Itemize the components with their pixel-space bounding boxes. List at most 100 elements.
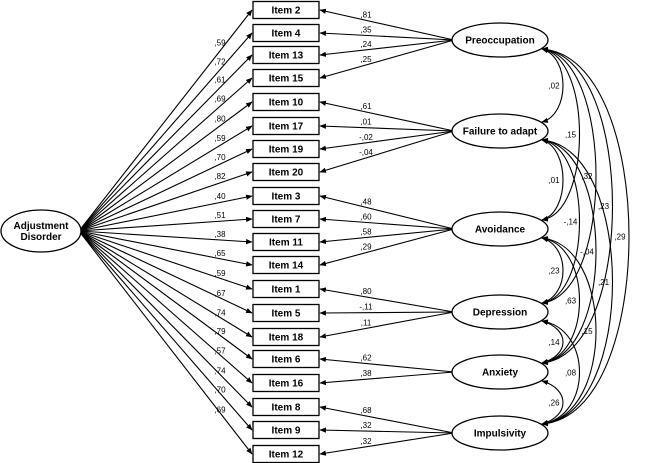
specific-loading-value: -,02 (359, 133, 373, 142)
specific-loading-arrow (319, 30, 455, 41)
item-box (252, 420, 320, 440)
general-loading-arrow (78, 101, 253, 232)
item-node: Item 10 (252, 92, 320, 112)
general-loading-value: ,74 (214, 309, 226, 318)
general-loading-value: ,70 (214, 153, 226, 162)
general-loading-value: ,59 (214, 269, 226, 278)
item-label: Item 18 (269, 333, 304, 344)
specific-loading-value: ,61 (360, 102, 372, 111)
general-loading-arrow (78, 230, 253, 384)
specific-factor-label: Failure to adapt (463, 127, 538, 138)
general-factor-label-line1: Adjustment (14, 221, 70, 232)
factor-correlation-curve (541, 138, 581, 305)
specific-factor-ellipse (451, 415, 549, 451)
specific-factor-node: Preoccupation (451, 22, 549, 58)
general-loading-value: ,74 (214, 366, 226, 375)
item-label: Item 10 (269, 98, 304, 109)
general-loading-value: ,67 (214, 289, 226, 298)
specific-loading-arrow (319, 371, 455, 386)
item-box (252, 279, 320, 299)
item-node: Item 19 (252, 139, 320, 159)
item-node: Item 9 (252, 420, 320, 440)
factor-correlation-curve (541, 380, 564, 425)
item-node: Item 2 (252, 0, 320, 20)
general-factor-ellipse (0, 209, 82, 253)
specific-loading-arrow (319, 228, 455, 245)
general-loading-value: ,61 (214, 76, 226, 85)
factor-correlation-value: ,26 (548, 399, 560, 408)
general-loading-value: ,69 (214, 95, 226, 104)
factor-correlation-value: ,14 (548, 338, 560, 347)
factor-correlation-curve (541, 46, 613, 366)
item-node: Item 13 (252, 45, 320, 65)
specific-loading-arrow (319, 39, 455, 57)
factor-correlation-curve (541, 47, 580, 222)
factor-correlation-curve (541, 236, 580, 365)
item-box (252, 327, 320, 347)
specific-loading-value: ,01 (360, 118, 372, 127)
specific-loading-value: ,58 (360, 228, 372, 237)
specific-loading-value: ,25 (360, 55, 372, 64)
item-box (252, 255, 320, 275)
item-label: Item 19 (269, 145, 304, 156)
item-node: Item 16 (252, 373, 320, 393)
item-label: Item 14 (269, 261, 304, 272)
item-node: Item 12 (252, 444, 320, 463)
general-loading-value: ,82 (214, 172, 226, 181)
general-loading-value: ,51 (214, 211, 226, 220)
specific-loading-value: ,62 (360, 353, 372, 362)
specific-factor-label: Anxiety (482, 368, 519, 379)
factor-correlation-curve (541, 47, 597, 305)
factor-correlation-value: ,15 (581, 327, 593, 336)
specific-factor-ellipse (451, 22, 549, 58)
general-loading-value: ,59 (214, 38, 226, 47)
specific-loading-arrow (319, 39, 455, 79)
specific-factor-node: Depression (451, 294, 549, 330)
general-loading-value: ,59 (214, 134, 226, 143)
item-node: Item 11 (252, 232, 320, 252)
item-label: Item 1 (272, 285, 301, 296)
specific-loading-value: ,48 (360, 197, 372, 206)
specific-loading-value: ,24 (360, 40, 372, 49)
factor-correlation-curve (541, 236, 597, 426)
item-box (252, 232, 320, 252)
factor-correlation-curve (541, 237, 564, 304)
specific-loading-value: ,60 (360, 212, 372, 221)
item-label: Item 2 (272, 6, 301, 17)
general-loading-arrow (78, 230, 253, 267)
item-label: Item 12 (269, 450, 304, 461)
general-loading-arrow (78, 230, 253, 455)
factor-correlation-value: ,63 (565, 297, 577, 306)
specific-loading-value: ,29 (360, 243, 372, 252)
general-loading-arrow (78, 230, 253, 290)
factor-correlation-curve (541, 319, 581, 426)
item-node: Item 4 (252, 23, 320, 43)
item-box (252, 162, 320, 182)
specific-loading-arrow (319, 194, 455, 230)
specific-factor-ellipse (451, 354, 549, 390)
specific-factor-ellipse (451, 294, 549, 330)
factor-correlation-value: ,32 (581, 172, 593, 181)
item-box (252, 45, 320, 65)
factor-correlation-value: ,02 (548, 82, 560, 91)
item-label: Item 8 (272, 403, 301, 414)
general-loading-value: ,65 (214, 249, 226, 258)
item-label: Item 7 (272, 215, 301, 226)
general-loading-arrow (78, 77, 253, 232)
item-label: Item 17 (269, 122, 304, 133)
specific-loading-arrow (319, 130, 455, 151)
general-loading-arrow (78, 194, 253, 232)
factor-correlation-curve (541, 137, 614, 427)
item-label: Item 4 (272, 29, 301, 40)
factor-correlation-value: -,14 (564, 218, 578, 227)
item-box (252, 23, 320, 43)
general-loading-value: ,57 (214, 347, 226, 356)
factor-correlation-value: ,08 (565, 369, 577, 378)
specific-loading-value: -,11 (359, 303, 373, 312)
general-loading-arrow (78, 230, 253, 408)
item-node: Item 17 (252, 116, 320, 136)
specific-factor-node: Failure to adapt (451, 113, 549, 149)
item-label: Item 16 (269, 379, 304, 390)
factor-correlation-value: ,23 (598, 202, 610, 211)
